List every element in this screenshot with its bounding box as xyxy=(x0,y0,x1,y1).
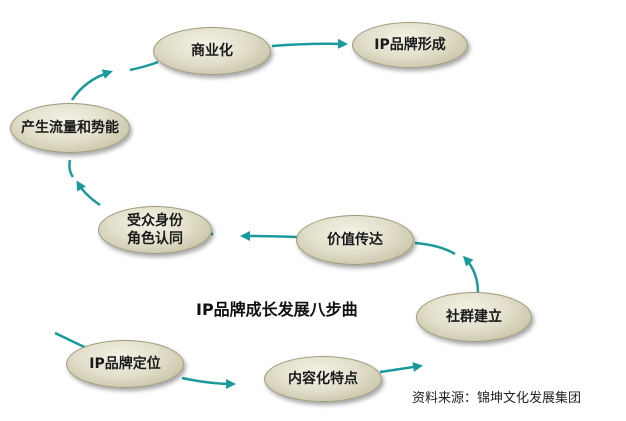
node-label: 商业化 xyxy=(191,43,233,59)
node-label: IP品牌形成 xyxy=(374,37,446,53)
diagram-title: IP品牌成长发展八步曲 xyxy=(196,300,358,319)
arrow-positioning-to-content xyxy=(181,376,236,389)
node-label-line2: 角色认同 xyxy=(127,231,183,247)
arrow-traffic-to-commercial xyxy=(70,69,113,101)
arrow-community-to-value xyxy=(462,255,480,294)
node-label: 价值传达 xyxy=(327,232,383,248)
arrow-audience-to-traffic xyxy=(76,180,101,207)
node-audience-identity: 受众身份 角色认同 xyxy=(98,206,212,254)
source-caption: 资料来源：锦坤文化发展集团 xyxy=(412,391,582,406)
node-traffic-momentum: 产生流量和势能 xyxy=(10,103,130,153)
arrow-commercial-to-brand xyxy=(271,38,348,49)
node-label: 内容化特点 xyxy=(288,371,358,387)
node-label: 产生流量和势能 xyxy=(21,120,119,136)
arrow-traffic-tail xyxy=(68,159,75,178)
node-commercialization: 商业化 xyxy=(153,27,271,75)
node-value-delivery: 价值传达 xyxy=(296,215,414,265)
node-community-building: 社群建立 xyxy=(416,292,532,342)
node-ip-brand-formed: IP品牌形成 xyxy=(352,22,468,68)
node-content-features: 内容化特点 xyxy=(264,356,382,402)
arrow-value-to-audience xyxy=(240,231,299,242)
node-label: 社群建立 xyxy=(446,309,502,325)
arrow-community-to-value-tail xyxy=(414,241,456,256)
node-label: IP品牌定位 xyxy=(89,356,161,372)
node-label-line1: 受众身份 xyxy=(127,213,183,229)
arrow-content-to-community xyxy=(379,362,423,374)
node-ip-brand-positioning: IP品牌定位 xyxy=(66,340,184,388)
arrow-commercial-tail xyxy=(129,60,159,72)
